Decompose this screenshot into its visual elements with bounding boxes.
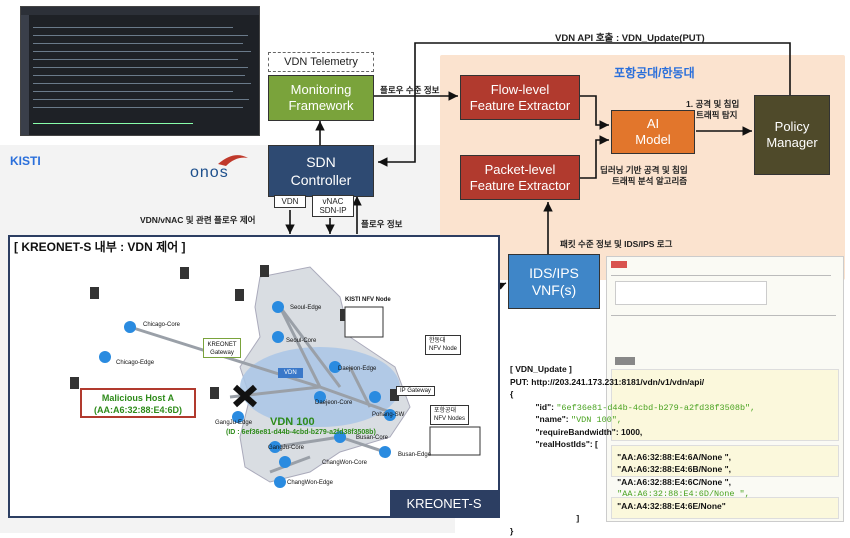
flow-info-label: 플로우 수준 정보 [380, 85, 440, 95]
kisti-label: KISTI [10, 154, 41, 168]
node-kisti-nfv: KISTI NFV Node [345, 297, 391, 303]
attack-detect-label-2: 트래픽 탐지 [696, 110, 738, 120]
vdn-small-box: VDN [274, 195, 306, 208]
monitoring-terminal-screenshot [20, 6, 260, 136]
node-changwon-core: ChangWon-Core [322, 460, 367, 466]
kreonet-map [8, 235, 500, 518]
request-put-line: PUT: http://203.241.173.231:8181/vdn/v1/… [510, 376, 705, 387]
malicious-host-box: Malicious Host A(AA:A6:32:88:E4:6D) [80, 388, 196, 418]
vdn100-label: VDN 100 [270, 416, 315, 428]
swagger-ui-screenshot [606, 256, 844, 522]
node-busan-core: Busan-Core [356, 435, 389, 441]
node-chicago-core: Chicago-Core [143, 322, 181, 328]
node-changwon-edge: ChangWon-Edge [287, 480, 333, 486]
dl-analysis-label-1: 딥러닝 기반 공격 및 침입 [600, 165, 688, 175]
onos-logo: onos [182, 150, 262, 186]
api-call-label: VDN API 호출 : VDN_Update(PUT) [555, 33, 705, 44]
vdn-update-request: [ VDN_Update ] PUT: http://203.241.173.2… [510, 364, 756, 536]
vdn100-id-label: (ID : 6ef36e81-d44b-4cbd-b279-a2fd38f350… [226, 429, 376, 436]
node-busan-edge: Busan-Edge [398, 452, 432, 458]
vdn-control-label: VDN/vNAC 및 관련 플로우 제어 [140, 215, 256, 225]
vdn-telemetry-box: VDN Telemetry [268, 52, 374, 72]
node-gwangju-edge: GangJu-Edge [215, 420, 253, 426]
map-title: [ KREONET-S 내부 : VDN 제어 ] [14, 240, 186, 254]
node-daejeon-edge: Daejeon-Edge [338, 366, 377, 372]
kreonet-s-tag: KREONET-S [390, 490, 498, 516]
node-pohang-sw: Pohang-SW [372, 412, 405, 418]
attack-detect-label-1: 1. 공격 및 침입 [686, 99, 740, 109]
node-seoul-core: Seoul-Core [286, 338, 317, 344]
postech-label: 포항공대/한동대 [614, 66, 695, 80]
node-chicago-edge: Chicago-Edge [116, 360, 155, 366]
node-ip-gateway: IP Gateway [396, 386, 435, 396]
node-seoul-edge: Seoul-Edge [290, 305, 322, 311]
dl-analysis-label-2: 트래픽 분석 알고리즘 [612, 176, 688, 186]
flow-info-label-2: 플로우 정보 [361, 219, 403, 229]
node-daejeon-core: Daejeon-Core [315, 400, 353, 406]
node-gwangju-core: GangJu-Core [268, 445, 305, 451]
request-header: [ VDN_Update ] [510, 364, 572, 374]
node-vdn: VDN [278, 368, 303, 378]
packet-log-label: 패킷 수준 정보 및 IDS/IPS 로그 [560, 239, 673, 249]
